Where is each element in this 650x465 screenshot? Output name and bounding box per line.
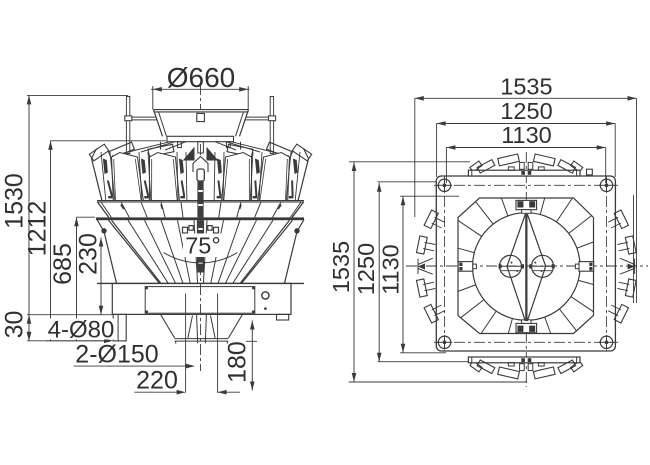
svg-text:1250: 1250 (353, 243, 379, 295)
svg-text:4-Ø80: 4-Ø80 (48, 317, 115, 344)
svg-text:1212: 1212 (24, 201, 52, 257)
svg-text:75°: 75° (185, 233, 221, 259)
svg-text:1130: 1130 (377, 244, 403, 295)
svg-text:685: 685 (49, 243, 77, 285)
svg-text:Ø660: Ø660 (167, 62, 236, 93)
svg-text:1535: 1535 (500, 74, 552, 100)
svg-text:1535: 1535 (328, 241, 354, 293)
svg-text:1130: 1130 (501, 122, 552, 148)
svg-text:2-Ø150: 2-Ø150 (75, 341, 158, 369)
svg-text:1530: 1530 (1, 173, 29, 229)
svg-text:1250: 1250 (500, 98, 552, 124)
svg-text:30: 30 (1, 311, 29, 339)
svg-text:180: 180 (224, 341, 252, 383)
svg-text:230: 230 (75, 233, 103, 275)
svg-text:220: 220 (136, 367, 178, 395)
